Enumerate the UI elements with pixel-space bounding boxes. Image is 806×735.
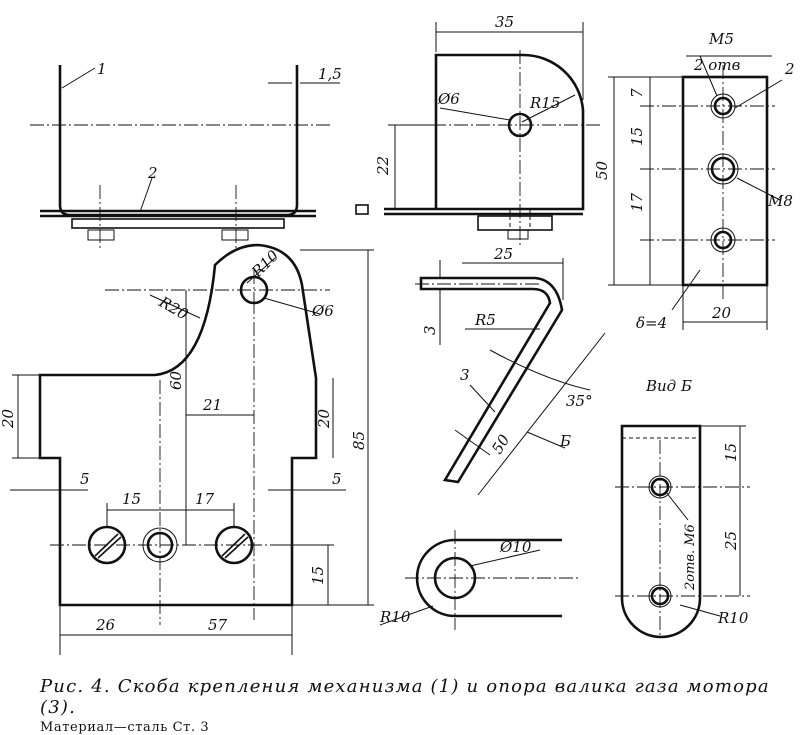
dim-25: 25 xyxy=(493,245,513,263)
dim-hole-dia-6: Ø6 xyxy=(437,90,460,108)
dim-radius-15: R15 xyxy=(529,94,560,112)
dim-r10-plate: R10 xyxy=(379,608,411,626)
dim-17-holes: 17 xyxy=(195,490,215,508)
dim-17-right: 17 xyxy=(628,192,646,212)
dim-thread-m8: M8 xyxy=(767,192,793,210)
dim-r10-view-b: R10 xyxy=(717,609,749,627)
dim-20-right: 20 xyxy=(315,408,333,429)
dim-50-height: 50 xyxy=(593,160,611,180)
dim-25-view-b: 25 xyxy=(722,531,740,551)
view-u-bracket: 1 2 1,5 xyxy=(30,60,342,250)
dim-20-width: 20 xyxy=(711,304,732,322)
view-b-title: Вид Б xyxy=(645,377,692,395)
dim-26: 26 xyxy=(95,616,116,634)
label-thickness: δ=4 xyxy=(636,314,667,332)
dim-15-top: 15 xyxy=(628,127,646,146)
dim-15-holes: 15 xyxy=(122,490,141,508)
dim-15-view-b: 15 xyxy=(722,443,740,462)
dim-60: 60 xyxy=(167,370,185,390)
view-b: Вид Б 15 25 2отв. М6 R10 xyxy=(615,377,750,639)
caption-title: Рис. 4. Скоба крепления механизма (1) и … xyxy=(40,676,770,718)
view-small-plate: Ø10 R10 xyxy=(379,530,580,630)
dim-50-rod: 50 xyxy=(488,431,514,457)
dim-85: 85 xyxy=(350,431,368,450)
dim-r5: R5 xyxy=(474,311,496,329)
figure-caption: Рис. 4. Скоба крепления механизма (1) и … xyxy=(40,676,800,735)
label-part-1: 1 xyxy=(97,60,107,78)
dim-hole-10: Ø10 xyxy=(499,538,532,556)
dim-thread-m5: M5 xyxy=(708,30,734,48)
label-part-2-right: 2 xyxy=(784,60,795,78)
view-rod-support: 25 3 R5 35° 3 50 Б xyxy=(415,245,606,496)
dim-2-holes-m6: 2отв. М6 xyxy=(683,524,698,591)
dim-5-left: 5 xyxy=(80,470,90,488)
view-main-bracket: R10 R20 Ø6 60 21 20 20 85 5 5 xyxy=(0,243,374,655)
caption-material: Материал—сталь Ст. 3 xyxy=(40,720,210,735)
dim-hole-6-main: Ø6 xyxy=(311,302,334,320)
dim-21: 21 xyxy=(202,396,222,414)
dim-7: 7 xyxy=(628,88,646,98)
label-part-3: 3 xyxy=(460,366,470,384)
dim-22: 22 xyxy=(374,156,392,176)
dim-35: 35 xyxy=(495,13,514,31)
dim-3: 3 xyxy=(421,325,439,335)
label-part-2: 2 xyxy=(147,164,158,182)
view-plate-holes: M5 2 отв 2 7 15 17 50 M8 20 δ=4 xyxy=(593,30,795,332)
view-l-bracket: 35 Ø6 R15 22 xyxy=(355,13,600,245)
dim-2-holes: 2 отв xyxy=(693,56,741,74)
dim-15-bottom: 15 xyxy=(309,566,327,585)
dim-thickness-1-5: 1,5 xyxy=(318,65,342,83)
dim-57: 57 xyxy=(208,616,228,634)
label-view-b-arrow: Б xyxy=(559,432,571,450)
dim-35-degrees: 35° xyxy=(566,392,593,410)
dim-20-left: 20 xyxy=(0,408,17,429)
dim-5-right: 5 xyxy=(332,470,342,488)
